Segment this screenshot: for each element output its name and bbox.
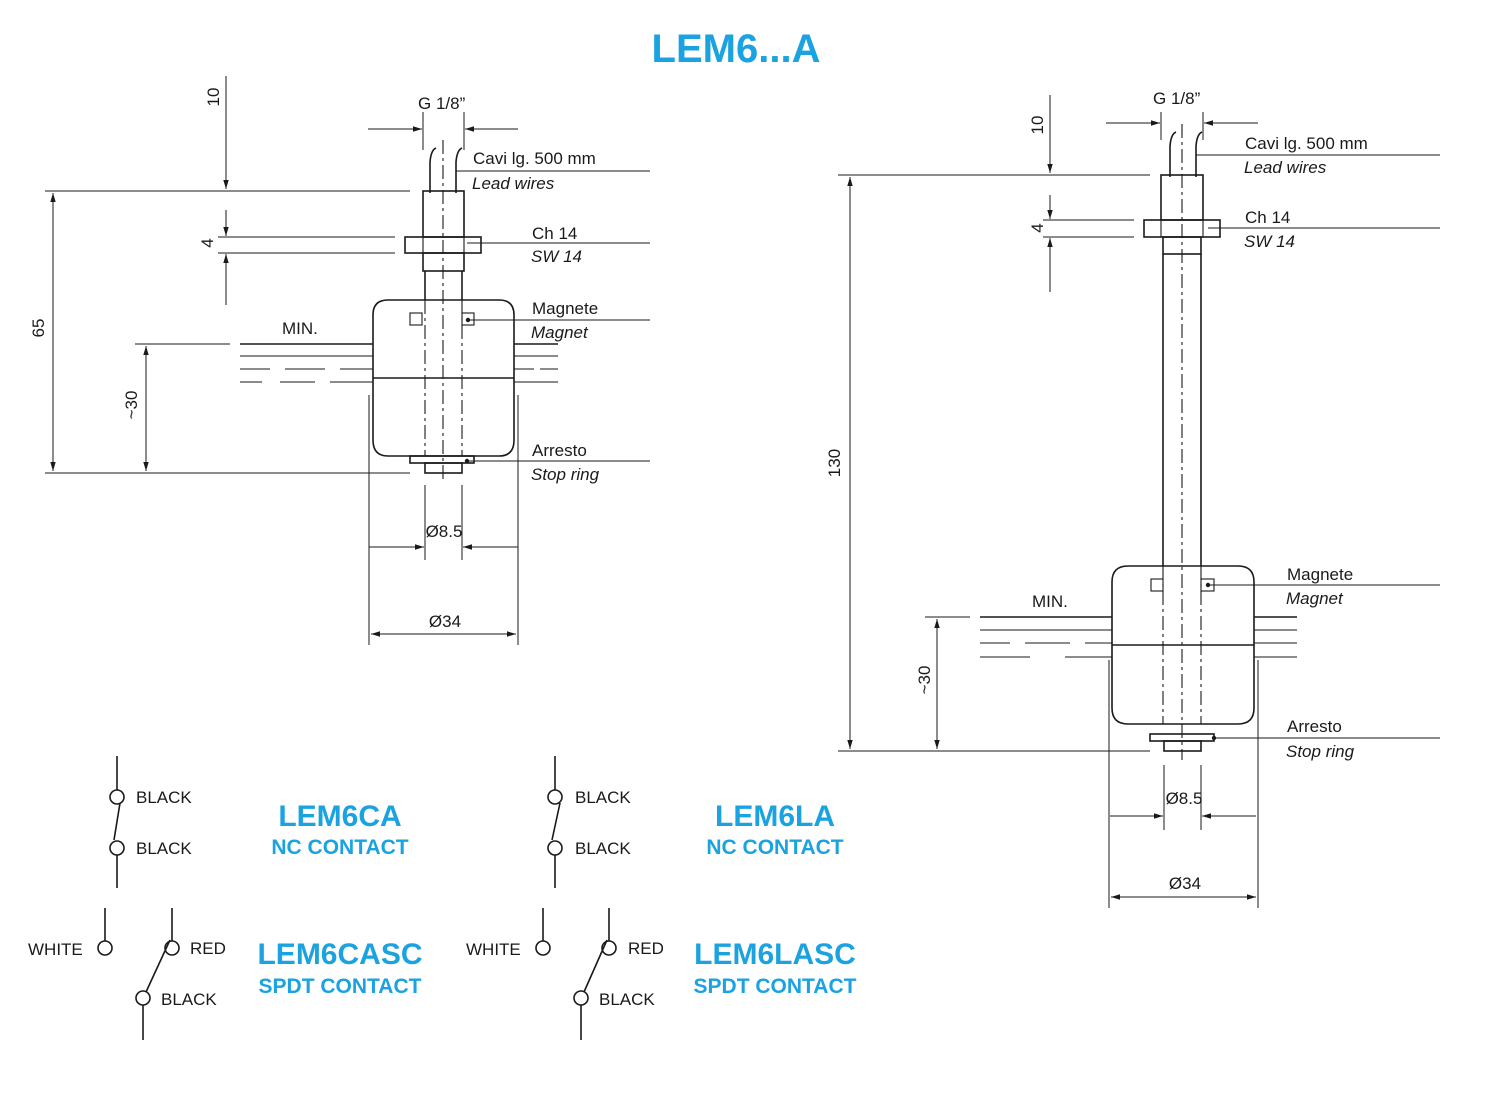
left-dim-total: 65 [29,319,48,338]
lem6ca-contact-type: NC CONTACT [271,836,408,859]
lem6ca-wire2-label: BLACK [136,839,192,858]
left-dim-top: 10 [204,88,223,107]
right-thread-label: G 1/8” [1153,89,1201,108]
right-dim-top: 10 [1028,116,1047,135]
lem6lasc-model-name: LEM6LASC [694,938,856,971]
left-dim-hex: 4 [198,238,217,247]
lem6lasc-contact-type: SPDT CONTACT [694,975,857,998]
lem6casc-white-label: WHITE [28,940,83,959]
left-magnet-label-it: Magnete [532,299,598,318]
left-dim-float: ~30 [122,391,141,420]
left-thread-label: G 1/8” [418,94,466,113]
lem6ca-wire1-label: BLACK [136,788,192,807]
lem6la-wire1-label: BLACK [575,788,631,807]
left-wires-label-it: Cavi lg. 500 mm [473,149,596,168]
left-stop-label-en: Stop ring [531,465,600,484]
lem6casc-red-label: RED [190,939,226,958]
lem6casc-contact-type: SPDT CONTACT [259,975,422,998]
schematic-lem6la [547,756,563,888]
page-title: LEM6...A [652,27,821,71]
left-stop-label-it: Arresto [532,441,587,460]
left-dim-stem: Ø8.5 [426,522,463,541]
left-dim-float-dia: Ø34 [429,612,461,631]
lem6la-wire2-label: BLACK [575,839,631,858]
right-hex-label-it: Ch 14 [1245,208,1290,227]
right-min-label: MIN. [1032,592,1068,611]
left-min-label: MIN. [282,319,318,338]
right-wires-label-it: Cavi lg. 500 mm [1245,134,1368,153]
right-dim-float: ~30 [915,666,934,695]
schematic-lem6lasc [535,908,617,1040]
right-drawing [838,95,1440,908]
left-drawing [45,76,650,645]
left-hex-label-en: SW 14 [531,247,582,266]
right-dim-hex: 4 [1028,223,1047,232]
right-magnet-label-it: Magnete [1287,565,1353,584]
lem6casc-model-name: LEM6CASC [257,938,422,971]
right-dim-total: 130 [825,449,844,477]
lem6casc-black-label: BLACK [161,990,217,1009]
lem6lasc-black-label: BLACK [599,990,655,1009]
right-magnet-label-en: Magnet [1286,589,1344,608]
right-stop-label-en: Stop ring [1286,742,1355,761]
lem6lasc-white-label: WHITE [466,940,521,959]
left-magnet-label-en: Magnet [531,323,589,342]
lem6ca-model-name: LEM6CA [278,800,401,833]
right-dim-float-dia: Ø34 [1169,874,1201,893]
right-stop-label-it: Arresto [1287,717,1342,736]
lem6lasc-red-label: RED [628,939,664,958]
schematic-lem6casc [97,908,180,1040]
lem6la-model-name: LEM6LA [715,800,835,833]
lem6la-contact-type: NC CONTACT [706,836,843,859]
left-wires-label-en: Lead wires [472,174,555,193]
right-hex-label-en: SW 14 [1244,232,1295,251]
left-hex-label-it: Ch 14 [532,224,577,243]
right-dim-stem: Ø8.5 [1166,789,1203,808]
schematic-lem6ca [109,756,125,888]
right-wires-label-en: Lead wires [1244,158,1327,177]
